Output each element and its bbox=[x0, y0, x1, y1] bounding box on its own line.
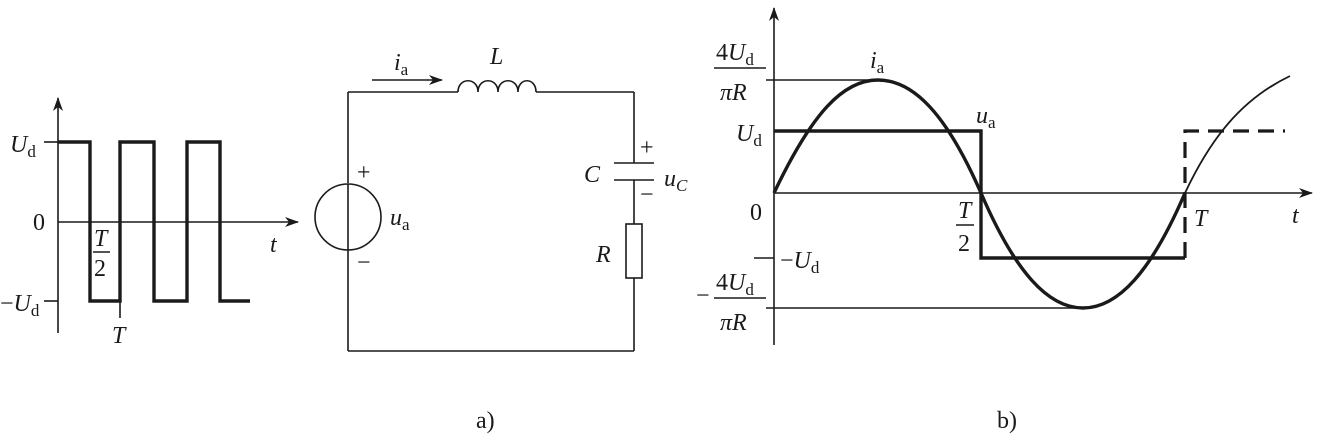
b-ua-square-wave bbox=[774, 129, 1185, 260]
left-half-period-numerator: T bbox=[94, 226, 109, 252]
b-half-period-numerator: T bbox=[958, 198, 973, 224]
b-half-period-denominator: 2 bbox=[958, 231, 970, 257]
capacitor-minus-sign: − bbox=[640, 182, 654, 208]
rlc-circuit: ia L + − ua C + − uC R bbox=[314, 44, 688, 352]
b-ua-continuation-dashed bbox=[1183, 129, 1285, 258]
source-plus-sign: + bbox=[357, 160, 371, 186]
capacitor-plus-sign: + bbox=[640, 135, 654, 161]
b-negpeak-denominator: πR bbox=[720, 310, 747, 336]
inductor-coil bbox=[457, 79, 537, 93]
resistor-body bbox=[625, 223, 643, 279]
left-Ud-label: Ud bbox=[10, 132, 36, 161]
inductor-label: L bbox=[489, 44, 503, 70]
b-peak-denominator: πR bbox=[720, 80, 747, 106]
current-ia-label: ia bbox=[394, 50, 409, 79]
left-zero-label: 0 bbox=[33, 210, 45, 236]
source-minus-sign: − bbox=[357, 250, 371, 276]
square-wave-plot: Ud 0 −Ud t T 2 T bbox=[0, 97, 299, 349]
b-peak-numerator: 4Ud bbox=[716, 40, 754, 69]
resistor-label: R bbox=[595, 242, 611, 268]
b-ia-sine-continuation bbox=[1184, 75, 1291, 194]
source-ua-label: ua bbox=[390, 205, 410, 234]
b-zero-label: 0 bbox=[750, 200, 762, 226]
b-negUd-label: −Ud bbox=[780, 248, 820, 277]
left-negUd-label: −Ud bbox=[0, 291, 40, 320]
square-wave-signal bbox=[58, 140, 250, 303]
caption-b: b) bbox=[997, 408, 1017, 434]
b-ia-sine bbox=[772, 78, 1187, 310]
caption-a: a) bbox=[476, 408, 495, 434]
b-Ud-label: Ud bbox=[736, 121, 762, 150]
left-period-label: T bbox=[112, 323, 127, 349]
b-negpeak-minus-sign: − bbox=[696, 283, 710, 309]
b-ua-label: ua bbox=[976, 103, 996, 132]
capacitor-label: C bbox=[584, 162, 601, 188]
left-t-axis-label: t bbox=[270, 232, 278, 258]
b-negpeak-numerator: 4Ud bbox=[716, 270, 754, 299]
waveform-b-plot: 4Ud πR ia ua Ud 0 T 2 T t −Ud − 4Ud πR bbox=[696, 7, 1313, 345]
b-ia-label: ia bbox=[870, 48, 885, 77]
left-half-period-denominator: 2 bbox=[94, 256, 106, 282]
b-t-axis-label: t bbox=[1292, 203, 1300, 229]
b-period-label: T bbox=[1194, 206, 1209, 232]
capacitor-voltage-label: uC bbox=[664, 166, 688, 195]
